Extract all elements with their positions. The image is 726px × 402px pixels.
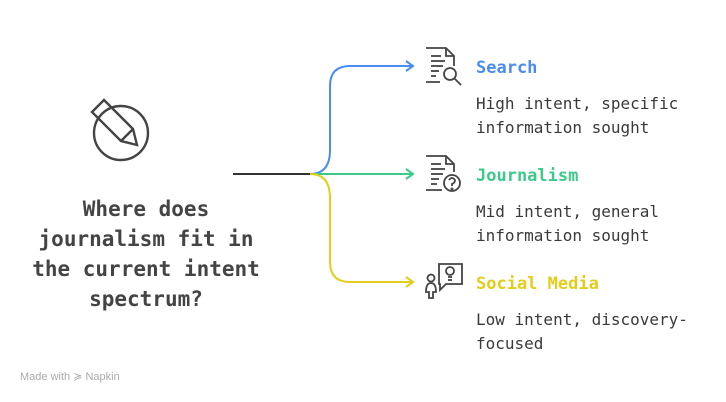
- napkin-brand: Napkin: [85, 371, 120, 383]
- person-idea-icon: [425, 263, 463, 299]
- document-question-icon: [426, 155, 461, 192]
- arrow-icon: [405, 60, 415, 72]
- arrow-icon: [405, 168, 415, 180]
- branch-title-search: Search: [476, 58, 538, 78]
- pencil-circle-icon: [90, 98, 150, 162]
- made-with-label: Made with: [20, 371, 71, 383]
- napkin-logo-icon: ≽: [73, 371, 83, 383]
- branch-desc-social-media: Low intent, discovery-focused: [476, 310, 688, 353]
- social-branch-line: [309, 173, 412, 283]
- document-search-icon: [426, 47, 462, 86]
- branch-title-social-media: Social Media: [476, 274, 599, 294]
- search-branch-line: [309, 65, 412, 175]
- branch-desc-journalism: Mid intent, general information sought: [476, 202, 660, 245]
- arrow-icon: [405, 276, 415, 288]
- branch-title-journalism: Journalism: [476, 166, 579, 186]
- central-question: Where does journalism fit in the current…: [32, 197, 260, 311]
- napkin-watermark[interactable]: Made with ≽ Napkin: [20, 370, 120, 383]
- branch-desc-search: High intent, specific information sought: [476, 94, 679, 137]
